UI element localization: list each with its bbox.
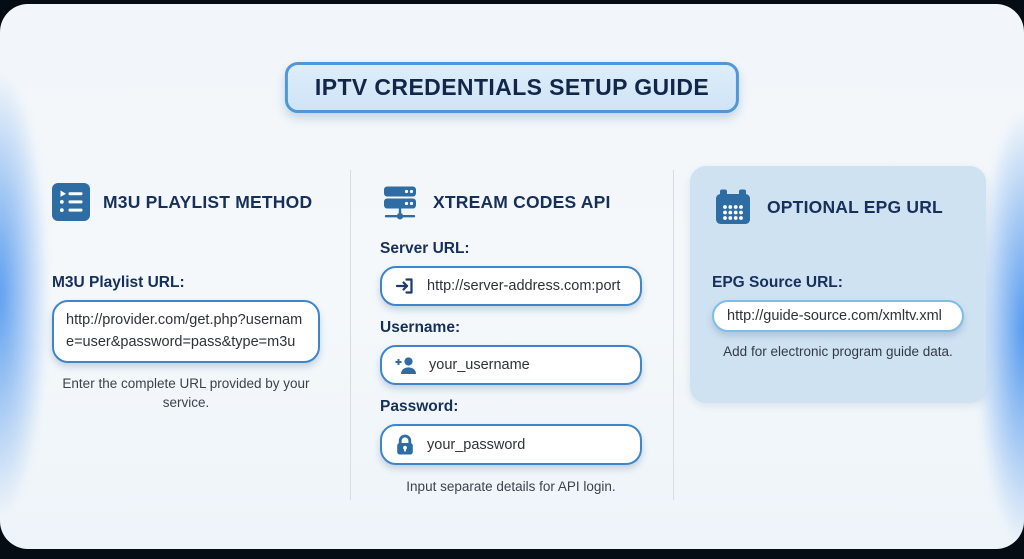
lock-icon: [394, 433, 416, 456]
page-title-text: IPTV CREDENTIALS SETUP GUIDE: [314, 74, 710, 100]
epg-section-header: OPTIONAL EPG URL: [712, 187, 964, 227]
server-url-input[interactable]: http://server-address.com:port: [380, 266, 642, 306]
username-label: Username:: [380, 319, 461, 336]
m3u-section-title: M3U PLAYLIST METHOD: [103, 191, 313, 212]
login-icon: [394, 275, 416, 297]
xtream-section-header: XTREAM CODES API: [380, 182, 642, 222]
xtream-api-section: XTREAM CODES API Server URL: http://serv…: [380, 182, 642, 496]
epg-url-input[interactable]: http://guide-source.com/xmltv.xml: [712, 300, 964, 332]
playlist-icon: [52, 183, 90, 221]
calendar-icon: [712, 186, 754, 228]
content-panel: IPTV CREDENTIALS SETUP GUIDE M3U PLAYLIS…: [0, 4, 1024, 549]
password-label: Password:: [380, 398, 459, 415]
server-url-label: Server URL:: [380, 240, 470, 257]
username-input[interactable]: your_username: [380, 345, 642, 385]
m3u-section-header: M3U PLAYLIST METHOD: [52, 182, 320, 222]
epg-card: OPTIONAL EPG URL EPG Source URL: http://…: [690, 166, 986, 403]
username-value: your_username: [429, 357, 530, 373]
m3u-method-section: M3U PLAYLIST METHOD M3U Playlist URL: ht…: [52, 182, 320, 412]
user-plus-icon: [394, 354, 418, 376]
server-url-value: http://server-address.com:port: [427, 278, 621, 294]
left-glow-decoration: [0, 74, 48, 514]
m3u-url-input[interactable]: http://provider.com/get.php?username=use…: [52, 300, 320, 363]
m3u-url-label: M3U Playlist URL:: [52, 274, 185, 291]
m3u-helper-text: Enter the complete URL provided by your …: [62, 375, 310, 411]
epg-helper-text: Add for electronic program guide data.: [723, 344, 953, 359]
epg-url-label: EPG Source URL:: [712, 274, 843, 291]
server-icon: [380, 182, 420, 222]
m3u-url-value: http://provider.com/get.php?username=use…: [66, 312, 303, 351]
xtream-helper-text: Input separate details for API login.: [406, 479, 616, 494]
epg-section-title: OPTIONAL EPG URL: [767, 196, 943, 217]
xtream-section-title: XTREAM CODES API: [433, 191, 611, 212]
page-title: IPTV CREDENTIALS SETUP GUIDE: [284, 62, 740, 113]
column-divider: [673, 170, 674, 500]
password-value: your_password: [427, 436, 526, 453]
column-divider: [350, 170, 351, 500]
password-input[interactable]: your_password: [380, 424, 642, 465]
